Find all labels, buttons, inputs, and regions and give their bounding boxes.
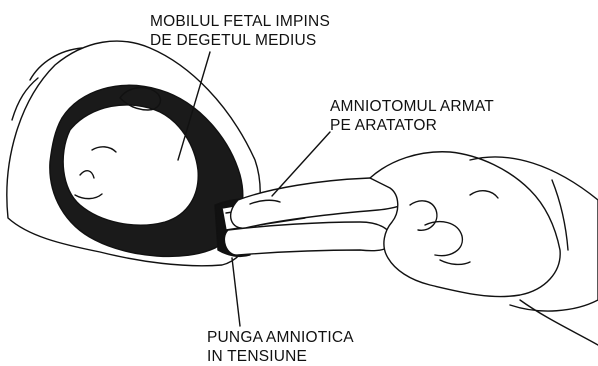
outer-fold-2 [12,78,38,120]
label-amniotome-line2: PE ARATATOR [330,116,494,135]
label-amniotome: AMNIOTOMUL ARMAT PE ARATATOR [330,97,494,135]
hand [370,152,560,297]
label-amniotome-line1: AMNIOTOMUL ARMAT [330,97,494,116]
label-fetal-head: MOBILUL FETAL IMPINS DE DEGETUL MEDIUS [150,12,330,50]
leader-amniotic-sac [232,258,240,326]
label-fetal-head-line1: MOBILUL FETAL IMPINS [150,12,330,31]
label-amniotic-sac: PUNGA AMNIOTICA IN TENSIUNE [207,328,354,366]
forearm-lower [520,300,598,345]
label-amniotic-sac-line1: PUNGA AMNIOTICA [207,328,354,347]
label-amniotic-sac-line2: IN TENSIUNE [207,347,354,366]
label-fetal-head-line2: DE DEGETUL MEDIUS [150,31,330,50]
middle-finger [224,222,392,255]
